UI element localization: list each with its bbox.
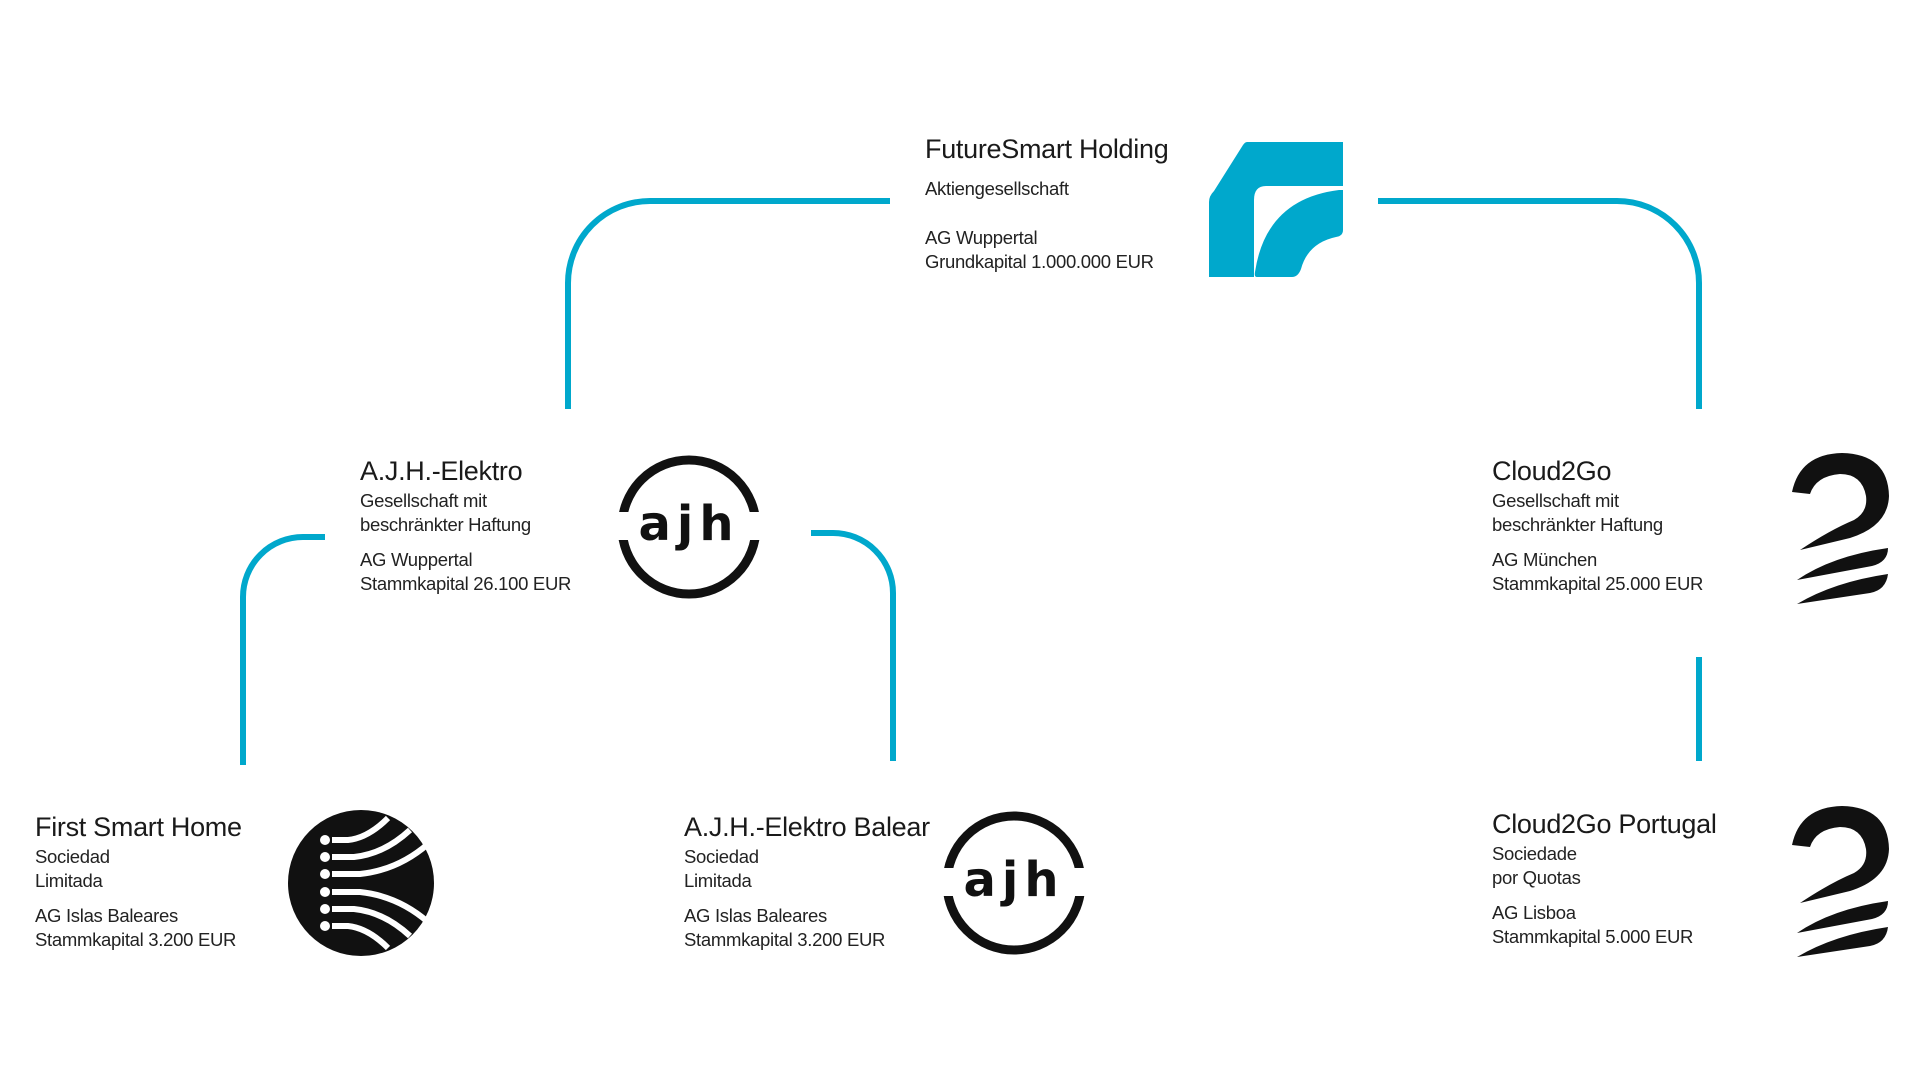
company-capital: Stammkapital 25.000 EUR <box>1492 573 1704 594</box>
svg-text:ajh: ajh <box>638 496 739 552</box>
company-type-line1: Gesellschaft mit <box>1492 490 1619 511</box>
company-court: AG Islas Baleares <box>684 905 827 926</box>
connector-ajh-firstsmart <box>240 534 325 765</box>
node-ajh-elektro: A.J.H.-Elektro Gesellschaft mit beschrän… <box>360 453 571 596</box>
node-first-smart-home: First Smart Home Sociedad Limitada AG Is… <box>35 809 242 952</box>
cloud2go-logo-icon <box>1792 453 1889 604</box>
company-name: First Smart Home <box>35 812 242 842</box>
company-name: A.J.H.-Elektro Balear <box>684 812 930 842</box>
company-type-line2: beschränkter Haftung <box>360 514 531 535</box>
node-cloud2go-portugal: Cloud2Go Portugal Sociedade por Quotas A… <box>1492 806 1717 949</box>
company-capital: Stammkapital 5.000 EUR <box>1492 926 1694 947</box>
company-type-line2: beschränkter Haftung <box>1492 514 1663 535</box>
node-futuresmart-holding: FutureSmart Holding Aktiengesellschaft A… <box>925 131 1169 274</box>
company-court: AG Lisboa <box>1492 902 1576 923</box>
connector-holding-cloud2go <box>1378 198 1702 409</box>
node-ajh-elektro-balear: A.J.H.-Elektro Balear Sociedad Limitada … <box>684 809 930 952</box>
company-court: AG Wuppertal <box>925 227 1038 248</box>
company-type-line2: Limitada <box>684 870 752 891</box>
company-type-line1: Sociedad <box>35 846 110 867</box>
company-type-line2: por Quotas <box>1492 867 1581 888</box>
cloud2go-logo-icon <box>1792 806 1889 957</box>
company-capital: Grundkapital 1.000.000 EUR <box>925 251 1154 272</box>
company-type-line2: Limitada <box>35 870 103 891</box>
company-court: AG Wuppertal <box>360 549 473 570</box>
first-smart-home-logo-icon <box>288 810 434 956</box>
company-name: FutureSmart Holding <box>925 134 1169 164</box>
company-capital: Stammkapital 3.200 EUR <box>35 929 237 950</box>
futuresmart-logo-icon <box>1209 142 1343 277</box>
company-type: Aktiengesellschaft <box>925 178 1069 199</box>
company-name: Cloud2Go Portugal <box>1492 809 1717 839</box>
svg-text:ajh: ajh <box>963 852 1064 908</box>
company-court: AG München <box>1492 549 1597 570</box>
company-capital: Stammkapital 3.200 EUR <box>684 929 886 950</box>
company-name: A.J.H.-Elektro <box>360 456 523 486</box>
company-court: AG Islas Baleares <box>35 905 178 926</box>
connector-ajh-balear <box>811 530 896 761</box>
company-name: Cloud2Go <box>1492 456 1612 486</box>
company-type-line1: Sociedade <box>1492 843 1577 864</box>
ajh-logo-icon: ajh <box>941 811 1087 955</box>
ajh-logo-icon: ajh <box>616 455 762 599</box>
connector-holding-ajh <box>565 198 890 409</box>
node-cloud2go: Cloud2Go Gesellschaft mit beschränkter H… <box>1492 453 1703 596</box>
company-capital: Stammkapital 26.100 EUR <box>360 573 572 594</box>
company-type-line1: Gesellschaft mit <box>360 490 487 511</box>
company-type-line1: Sociedad <box>684 846 759 867</box>
